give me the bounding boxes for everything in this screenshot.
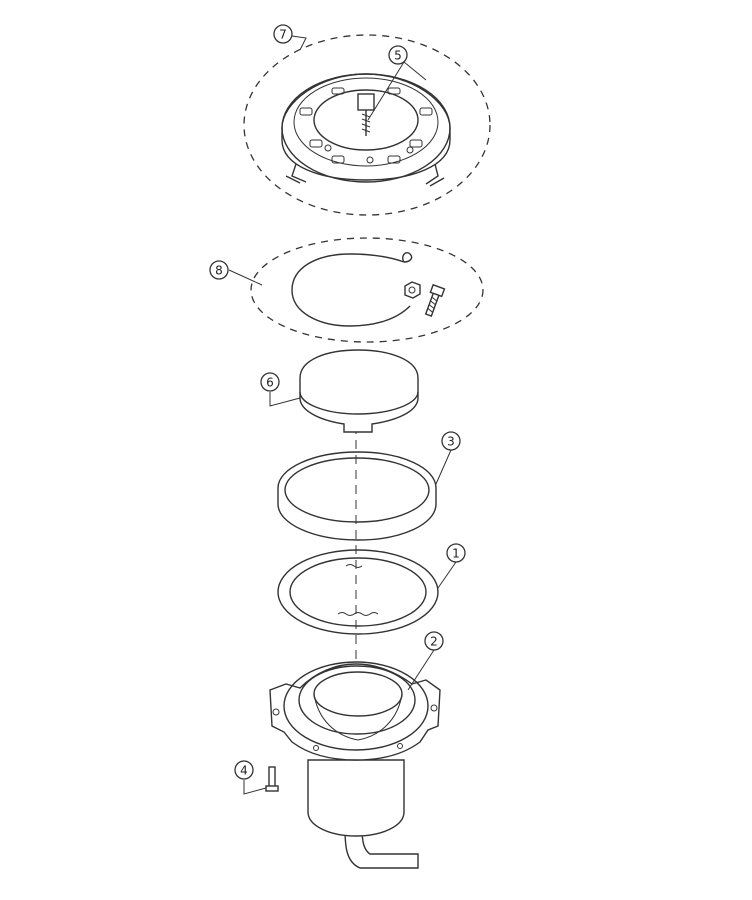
part-7-boundary	[243, 34, 491, 216]
part-1-gasket	[277, 549, 439, 635]
callout-2: 2	[424, 631, 444, 651]
part-8-boundary	[250, 237, 484, 343]
callout-6: 6	[260, 372, 280, 392]
callout-2-label: 2	[430, 635, 438, 649]
callout-5: 5	[388, 45, 408, 65]
callout-8: 8	[209, 260, 229, 280]
callout-7: 7	[273, 24, 293, 44]
part-4-screw	[265, 766, 279, 792]
clamp-band	[291, 252, 446, 327]
callout-1-label: 1	[452, 547, 460, 561]
callout-3-label: 3	[447, 435, 455, 449]
callout-7-label: 7	[279, 28, 287, 42]
part-7-group	[243, 34, 491, 216]
part-6-cap	[299, 349, 419, 433]
callout-4: 4	[234, 760, 254, 780]
callout-4-label: 4	[240, 764, 248, 778]
callout-3: 3	[441, 431, 461, 451]
callout-6-label: 6	[266, 376, 274, 390]
callout-8-label: 8	[215, 264, 223, 278]
callout-1: 1	[446, 543, 466, 563]
part-5-screw	[357, 93, 375, 136]
part-2-housing	[269, 661, 441, 869]
leader-lines	[228, 35, 457, 795]
part-8-group	[250, 237, 484, 343]
callout-5-label: 5	[394, 49, 402, 63]
part-3-ring	[277, 451, 437, 541]
